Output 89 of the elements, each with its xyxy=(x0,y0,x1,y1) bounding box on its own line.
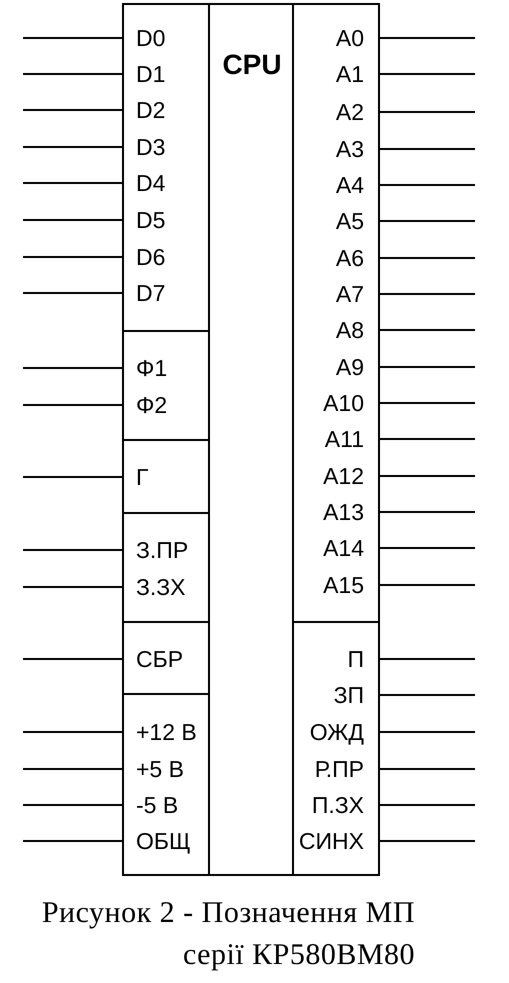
pin-label: A15 xyxy=(294,567,378,603)
pin-line xyxy=(378,366,475,368)
pin-line xyxy=(378,658,475,660)
pin-label: D5 xyxy=(124,202,208,238)
pin-label: D1 xyxy=(124,56,208,92)
pin-line xyxy=(378,37,475,39)
pin-label: +5 В xyxy=(124,751,208,787)
pin-label: D7 xyxy=(124,275,208,311)
pin-label: A1 xyxy=(294,56,378,92)
pin-group-box xyxy=(124,693,210,876)
pin-line xyxy=(378,402,475,404)
pin-line xyxy=(378,111,475,113)
pin-line xyxy=(378,257,475,259)
pin-label: Г xyxy=(124,459,208,495)
pin-line xyxy=(23,768,124,770)
pin-line xyxy=(23,292,124,294)
pin-label: З.ПР xyxy=(124,532,208,568)
pin-line xyxy=(23,109,124,111)
pin-line xyxy=(378,475,475,477)
pin-line xyxy=(378,148,475,150)
pin-label: A11 xyxy=(294,421,378,457)
pin-line xyxy=(378,220,475,222)
pin-label: A7 xyxy=(294,276,378,312)
pin-label: Φ2 xyxy=(124,387,208,423)
pin-line xyxy=(378,768,475,770)
pin-label: A12 xyxy=(294,458,378,494)
pin-line xyxy=(378,73,475,75)
pin-label: З.ЗХ xyxy=(124,569,208,605)
pin-line xyxy=(23,586,124,588)
pin-line xyxy=(23,731,124,733)
pin-line xyxy=(378,840,475,842)
pin-label: A13 xyxy=(294,494,378,530)
pin-label: Φ1 xyxy=(124,350,208,386)
pin-label: D6 xyxy=(124,239,208,275)
pin-label: П xyxy=(294,641,378,677)
pin-group-box xyxy=(124,621,210,693)
pin-line xyxy=(23,219,124,221)
pin-label: A5 xyxy=(294,203,378,239)
pin-label: ОБЩ xyxy=(124,823,208,859)
pin-line xyxy=(378,694,475,696)
pin-label: +12 В xyxy=(124,714,208,750)
pin-label: D4 xyxy=(124,165,208,201)
pin-line xyxy=(23,476,124,478)
pin-group-box xyxy=(124,330,210,439)
pin-label: A6 xyxy=(294,240,378,276)
pin-group-box xyxy=(292,621,378,876)
pin-line xyxy=(378,438,475,440)
pin-line xyxy=(23,549,124,551)
pin-label: A8 xyxy=(294,312,378,348)
pin-group-box xyxy=(124,512,210,621)
pin-label: A10 xyxy=(294,385,378,421)
pin-label: D3 xyxy=(124,129,208,165)
pin-label: П.ЗХ xyxy=(294,787,378,823)
pin-line xyxy=(23,404,124,406)
pin-label: A0 xyxy=(294,20,378,56)
pin-line xyxy=(23,146,124,148)
pin-line xyxy=(23,840,124,842)
pin-label: СБР xyxy=(124,641,208,677)
figure-caption: Рисунок 2 - Позначення МП серії КР580ВМ80 xyxy=(40,895,415,973)
pin-label: A2 xyxy=(294,94,378,130)
pin-label: D2 xyxy=(124,92,208,128)
chip-title: CPU xyxy=(221,49,283,81)
pin-label: ЗП xyxy=(294,677,378,713)
pin-line xyxy=(23,37,124,39)
pin-label: СИНХ xyxy=(294,823,378,859)
pin-line xyxy=(378,804,475,806)
pin-line xyxy=(378,547,475,549)
pin-line xyxy=(378,584,475,586)
pin-label: A4 xyxy=(294,167,378,203)
pin-line xyxy=(23,73,124,75)
pin-line xyxy=(23,804,124,806)
chip-body xyxy=(122,3,380,876)
pin-label: D0 xyxy=(124,20,208,56)
pin-line xyxy=(378,329,475,331)
pin-line xyxy=(23,658,124,660)
pin-line xyxy=(378,293,475,295)
pin-label: A14 xyxy=(294,530,378,566)
pin-line xyxy=(378,731,475,733)
pin-line xyxy=(23,256,124,258)
pin-line xyxy=(23,182,124,184)
pin-line xyxy=(23,367,124,369)
pin-group-box xyxy=(124,439,210,512)
pin-label: ОЖД xyxy=(294,714,378,750)
pin-line xyxy=(378,511,475,513)
pin-label: -5 В xyxy=(124,787,208,823)
pin-label: A3 xyxy=(294,131,378,167)
pin-line xyxy=(378,184,475,186)
pin-label: Р.ПР xyxy=(294,751,378,787)
pin-label: A9 xyxy=(294,349,378,385)
